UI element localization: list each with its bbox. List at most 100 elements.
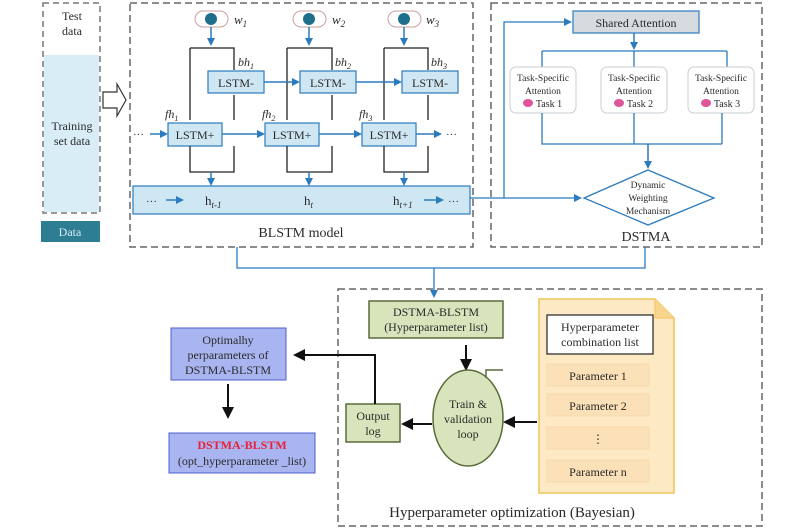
lstm-forward-label: LSTM+ [273, 128, 312, 142]
input-node-icon [205, 13, 217, 25]
svg-text:Task-Specific: Task-Specific [608, 73, 660, 84]
forward-ellipsis-left: ··· [133, 129, 144, 141]
blstm-column-1: w1 bh1 LSTM- fh1 LSTM+ [165, 10, 265, 186]
optimal-label-2: perparameters of [188, 348, 269, 362]
dstma-caption: DSTMA [621, 230, 671, 245]
cell-outline [189, 47, 235, 173]
final-model-box [168, 432, 316, 474]
task-attention-1: Task-Specific Attention Task 1 [509, 66, 577, 114]
lstm-forward-label: LSTM+ [176, 128, 215, 142]
svg-text:Task-Specific: Task-Specific [695, 73, 747, 84]
svg-text:Task 1: Task 1 [536, 99, 562, 110]
result-section: Optimalhy perparameters of DSTMA-BLSTM D… [168, 327, 316, 474]
output-log-label-1: Output [356, 409, 390, 423]
parameter-item [546, 393, 650, 417]
models-to-hpo-connector [236, 247, 646, 296]
input-node-icon [303, 13, 315, 25]
dstma-panel: Shared Attention Task-Specific Attention… [490, 2, 763, 248]
hpo-caption: Hyperparameter optimization (Bayesian) [389, 505, 635, 521]
task-attention-3: Task-Specific Attention Task 3 [687, 66, 755, 114]
hidden-output-bar [132, 185, 471, 215]
dwm-label-2: Weighting [628, 194, 668, 204]
hpo-panel-border [337, 288, 763, 527]
forward-ellipsis-right: ··· [446, 129, 457, 141]
output-log-box [345, 403, 401, 443]
final-model-title: DSTMA-BLSTM [197, 438, 286, 452]
lstm-backward-label: LSTM- [218, 76, 254, 90]
brain-icon [701, 99, 711, 107]
hidden-ellipsis-left: ··· [146, 196, 157, 208]
training-data-label: Training [52, 119, 93, 133]
lstm-forward-label: LSTM+ [370, 128, 409, 142]
data-panel: Test data Training set data Data [41, 2, 101, 242]
output-log-label-2: log [365, 424, 380, 438]
data-caption-box [41, 221, 100, 242]
loop-label-3: loop [457, 427, 478, 441]
loop-label-2: validation [444, 412, 492, 426]
svg-text:Parameter 2: Parameter 2 [569, 399, 627, 413]
brain-icon [523, 99, 533, 107]
log-to-optimal-connector [293, 349, 376, 404]
shared-attention-label: Shared Attention [596, 16, 677, 30]
dstma-panel-border [490, 2, 763, 248]
parameter-item [546, 426, 650, 450]
blstm-column-3: w3 bh3 LSTM- fh3 LSTM+ [359, 10, 459, 186]
test-data-label-2: data [62, 24, 83, 38]
backward-hidden-label: bh1 [238, 55, 254, 71]
input-label: w1 [234, 12, 247, 29]
optimal-label-3: DSTMA-BLSTM [185, 363, 271, 377]
model-box-label-1: DSTMA-BLSTM [393, 305, 479, 319]
blstm-to-shared-connector [503, 18, 572, 198]
dwm-label-3: Mechanism [626, 207, 671, 217]
svg-text:⋮: ⋮ [592, 432, 604, 446]
hidden-state-prev: ht-1 [205, 193, 222, 210]
final-model-subtitle: (opt_hyperparameter _list) [178, 454, 306, 468]
optimal-parameters-box [170, 327, 287, 381]
cell-outline [286, 47, 333, 173]
task-attention-2: Task-Specific Attention Task 2 [600, 66, 668, 114]
svg-text:Parameter 1: Parameter 1 [569, 369, 627, 383]
hollow-arrow-icon [102, 81, 127, 119]
model-box-label-2: (Hyperparameter list) [384, 320, 488, 334]
input-label: w2 [332, 12, 346, 29]
data-caption: Data [59, 225, 82, 239]
blstm-column-2: w2 bh2 LSTM- fh2 LSTM+ [262, 10, 357, 186]
lstm-backward-label: LSTM- [310, 76, 346, 90]
forward-hidden-label: fh2 [262, 107, 275, 123]
cell-outline [383, 47, 429, 173]
svg-text:Attention: Attention [525, 87, 561, 97]
backward-hidden-label: bh3 [431, 55, 447, 71]
parameter-item [546, 363, 650, 387]
dwm-label-1: Dynamic [631, 181, 666, 191]
backward-hidden-label: bh2 [335, 55, 351, 71]
shared-attention-box [572, 10, 700, 34]
hidden-state-current: ht [304, 193, 314, 210]
model-hyperparameter-box [368, 300, 504, 339]
svg-text:Attention: Attention [703, 87, 739, 97]
training-set-region [44, 55, 99, 212]
optimal-label-1: Optimalhy [202, 333, 253, 347]
loop-label-1: Train & [449, 397, 488, 411]
input-label: w3 [426, 12, 440, 29]
hpo-panel: DSTMA-BLSTM (Hyperparameter list) Train … [337, 288, 763, 527]
blstm-panel-border [129, 2, 474, 248]
hidden-ellipsis-right: ··· [448, 196, 459, 208]
dynamic-weighting-diamond [582, 169, 716, 226]
test-data-label: Test [62, 9, 82, 23]
svg-text:Attention: Attention [616, 87, 652, 97]
svg-text:Task-Specific: Task-Specific [517, 73, 569, 84]
brain-icon [614, 99, 624, 107]
svg-text:Task 3: Task 3 [714, 99, 740, 110]
lstm-backward-label: LSTM- [412, 76, 448, 90]
combo-title-2: combination list [561, 335, 639, 349]
data-panel-border [42, 2, 101, 214]
training-data-label-2: set data [54, 134, 91, 148]
hidden-state-next: ht+1 [393, 193, 413, 210]
svg-text:Task 2: Task 2 [627, 99, 653, 110]
forward-hidden-label: fh1 [165, 107, 178, 123]
input-node-icon [398, 13, 410, 25]
forward-hidden-label: fh3 [359, 107, 372, 123]
combination-list-title-box [546, 314, 654, 355]
lstm-backward-box [401, 70, 459, 94]
